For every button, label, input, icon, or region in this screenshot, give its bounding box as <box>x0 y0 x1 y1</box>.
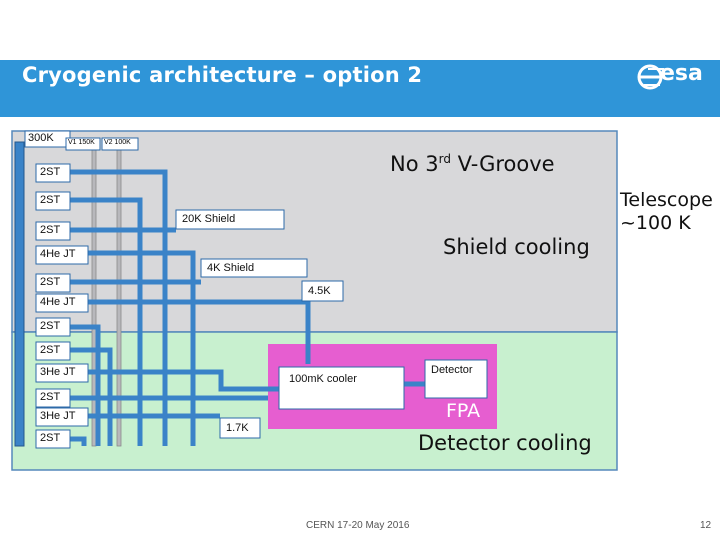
shield-20k-label: 20K Shield <box>182 213 236 225</box>
esa-logo-icon <box>637 64 664 90</box>
telescope-temp-label: ~100 K <box>620 212 691 234</box>
footer-event: CERN 17-20 May 2016 <box>306 520 410 531</box>
cooler-label: 2ST <box>40 276 61 288</box>
cooler-label: 2ST <box>40 166 61 178</box>
zone-heading: No 3rd V-Groove <box>390 152 555 176</box>
stage-300k-label: 300K <box>28 132 54 144</box>
shield-4k-label: 4K Shield <box>207 262 255 274</box>
cooler-label: 4He JT <box>40 296 76 308</box>
cooler-label: 2ST <box>40 194 61 206</box>
stage-45k-label: 4.5K <box>308 285 331 297</box>
cooler-label: 2ST <box>40 391 61 403</box>
header-band <box>0 60 720 117</box>
cooler-label: 2ST <box>40 432 61 444</box>
cooler-label: 4He JT <box>40 248 76 260</box>
cooler-label: 3He JT <box>40 410 76 422</box>
esa-logo-text: esa <box>660 61 703 86</box>
detector-cooling-label: Detector cooling <box>418 431 592 455</box>
detector-label: Detector <box>431 364 473 376</box>
mk-cooler-label: 100mK cooler <box>289 373 357 385</box>
page-number: 12 <box>700 520 712 531</box>
slide-title: Cryogenic architecture – option 2 <box>22 63 423 87</box>
shield-cooling-label: Shield cooling <box>443 235 590 259</box>
cooler-label: 2ST <box>40 224 61 236</box>
stage-17k-label: 1.7K <box>226 422 249 434</box>
stage-v1-label: V1 150K <box>68 139 95 146</box>
fpa-label: FPA <box>446 400 481 422</box>
cooler-label: 2ST <box>40 344 61 356</box>
cooler-label: 2ST <box>40 320 61 332</box>
telescope-label: Telescope <box>620 189 713 211</box>
cooler-label: 3He JT <box>40 366 76 378</box>
stage-v2-label: V2 100K <box>104 139 131 146</box>
